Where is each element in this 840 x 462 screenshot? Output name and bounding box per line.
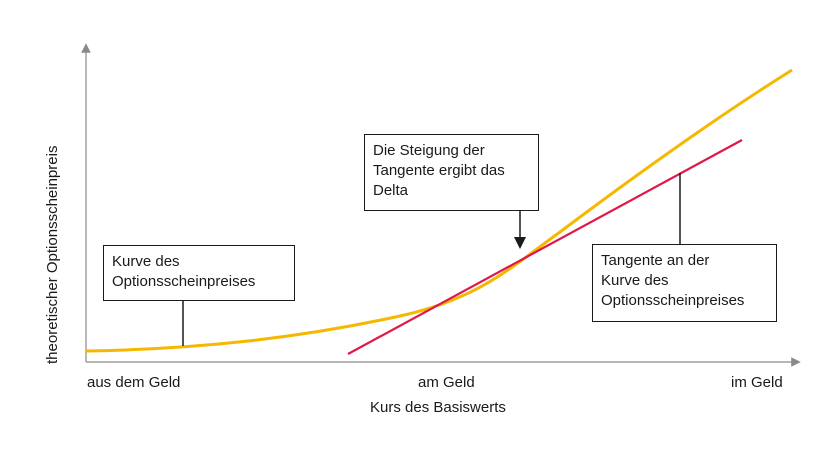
tangent-line [347, 139, 743, 355]
slope-callout-box: Die Steigung der Tangente ergibt das Del… [364, 134, 539, 211]
tangent-callout-box: Tangente an der Kurve des Optionsscheinp… [592, 244, 777, 322]
tangent-callout-line-1: Tangente an der [601, 252, 710, 269]
curve-callout-box: Kurve des Optionsscheinpreises [103, 245, 295, 301]
option-price-curve [85, 68, 793, 353]
tangent-callout-line-2: Kurve des [601, 272, 669, 289]
tangent-callout-line-3: Optionsscheinpreises [601, 292, 745, 309]
y-axis-label: theoretischer Optionsscheinpreis [44, 145, 61, 364]
x-tick-out-of-money: aus dem Geld [87, 374, 181, 391]
x-axis-label: Kurs des Basiswerts [370, 399, 506, 416]
slope-callout-line-3: Delta [373, 182, 409, 199]
x-tick-at-money: am Geld [418, 374, 475, 391]
x-tick-in-money: im Geld [731, 374, 783, 391]
slope-callout-line-2: Tangente ergibt das [373, 162, 505, 179]
curve-callout-line-1: Kurve des [112, 253, 180, 270]
curve-callout-line-2: Optionsscheinpreises [112, 273, 256, 290]
slope-callout-line-1: Die Steigung der [373, 142, 485, 159]
